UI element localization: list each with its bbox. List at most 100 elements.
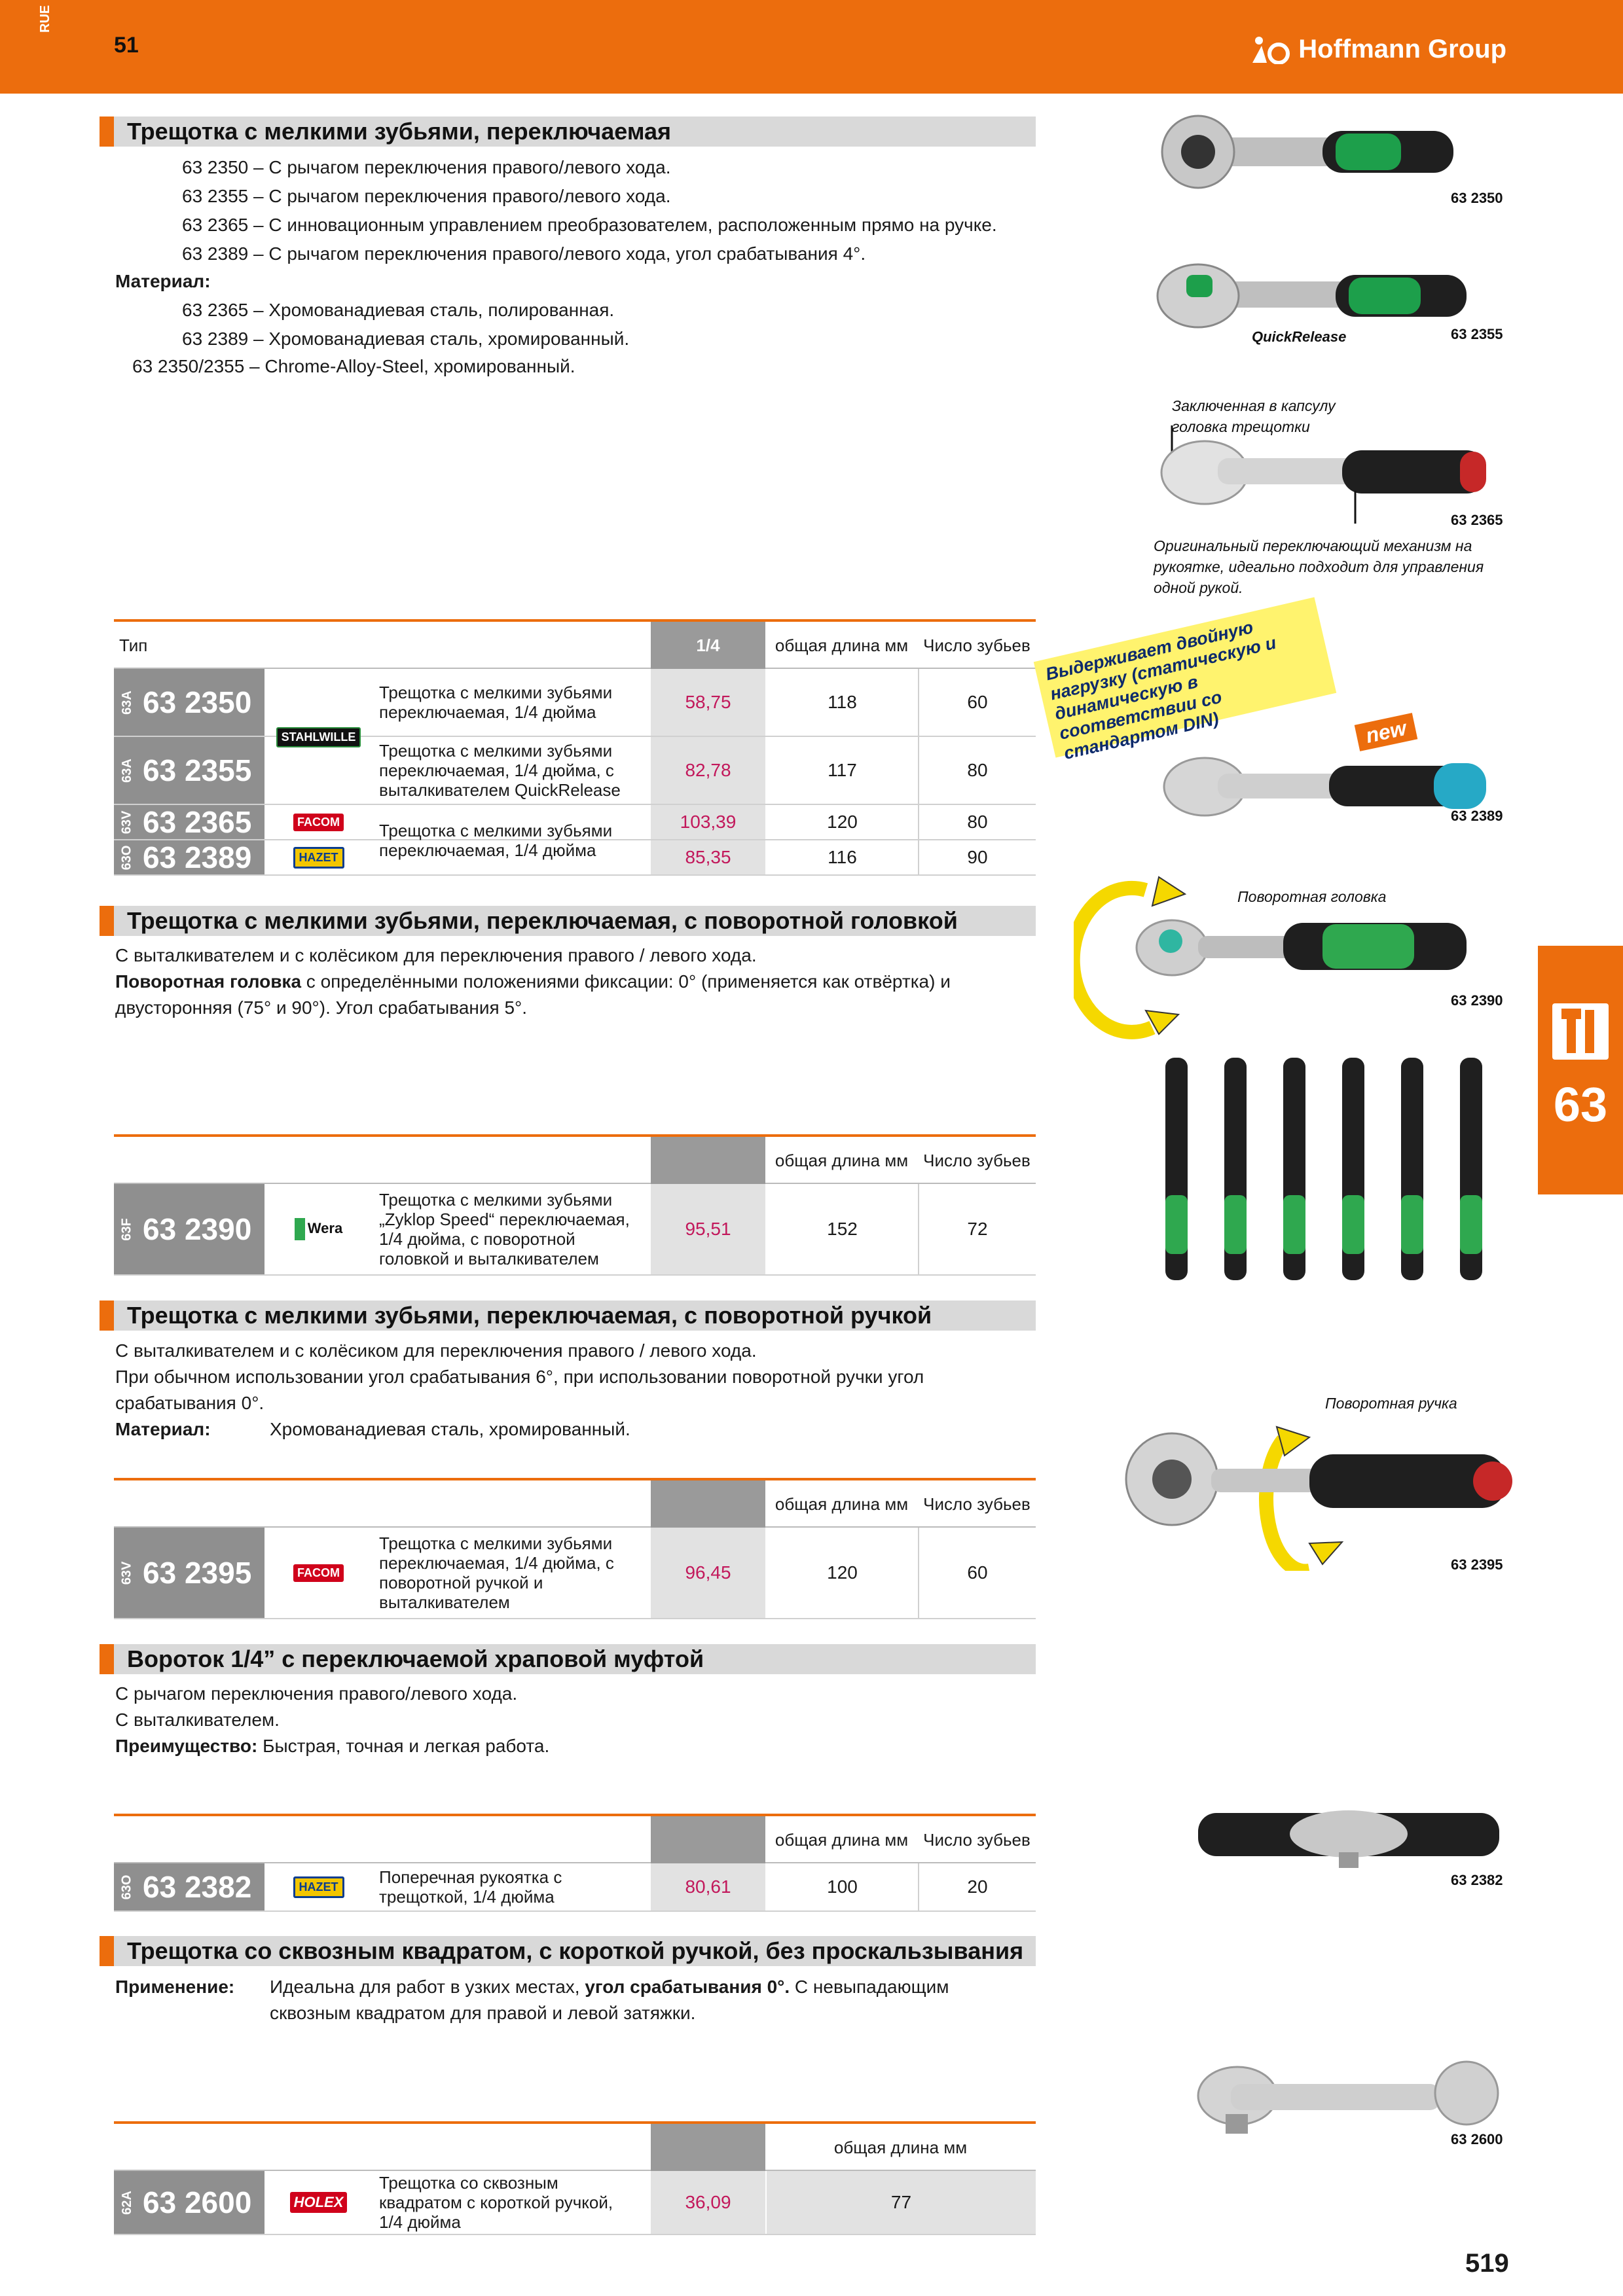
- product-description: Трещотка с мелкими зубьями переключаемая…: [379, 741, 621, 800]
- section-title-1: Трещотка с мелкими зубьями, переключаема…: [100, 117, 1036, 147]
- group-code: 62A: [119, 2190, 134, 2215]
- note-swivel-head: Поворотная головка: [1237, 888, 1387, 905]
- col-length: общая длина мм: [775, 1151, 909, 1170]
- material-line: 63 2365 – Хромованадиевая сталь, полиров…: [182, 300, 615, 320]
- col-teeth: Число зубьев: [923, 1494, 1030, 1514]
- ratchet-63-2350-image: [1161, 115, 1453, 189]
- col-teeth: Число зубьев: [923, 1151, 1030, 1170]
- col-teeth: Число зубьев: [923, 636, 1030, 655]
- price: 80,61: [651, 1863, 765, 1910]
- group-code: 63F: [119, 1217, 134, 1241]
- col-length: общая длина мм: [775, 1494, 909, 1514]
- image-caption: 63 2350: [1451, 190, 1503, 206]
- material-line: 63 2350/2355 – Chrome-Alloy-Steel, хроми…: [132, 356, 575, 376]
- brand-logo-hazet: HAZET: [293, 846, 344, 869]
- image-caption: 63 2600: [1451, 2131, 1503, 2147]
- article-number: 63 2389: [143, 840, 252, 874]
- group-code: 63A: [119, 690, 134, 715]
- language-code: RUE: [38, 5, 52, 33]
- brand-logo-facom: FACOM: [293, 813, 344, 831]
- col-size: [651, 1137, 765, 1184]
- material-label: Материал:: [115, 271, 211, 291]
- article-number: 63 2355: [143, 753, 252, 787]
- chapter-tab[interactable]: 63: [1538, 946, 1623, 1194]
- section-4-body: С рычагом переключения правого/левого хо…: [115, 1683, 550, 1756]
- section-title-2: Трещотка с мелкими зубьями, переключаема…: [100, 906, 1036, 936]
- teeth: 60: [918, 1528, 1036, 1618]
- quickrelease-label: QuickRelease: [1252, 329, 1347, 345]
- article-number: 63 2600: [143, 2185, 252, 2219]
- length: 116: [765, 840, 918, 874]
- section-title-3: Трещотка с мелкими зубьями, переключаема…: [100, 1300, 1036, 1331]
- image-caption: 63 2395: [1451, 1556, 1503, 1573]
- image-caption: 63 2365: [1451, 512, 1503, 528]
- page-number: 519: [1465, 2249, 1509, 2278]
- chapter-number: 51: [114, 33, 139, 58]
- note-swivel-handle: Поворотная ручка: [1325, 1395, 1457, 1412]
- ratchet-63-2395-image: [1125, 1426, 1512, 1571]
- teeth: 72: [918, 1184, 1036, 1274]
- length: 152: [765, 1184, 918, 1274]
- length: 77: [765, 2171, 1036, 2234]
- col-teeth: Число зубьев: [923, 1830, 1030, 1850]
- ratchet-63-2382-image: [1198, 1810, 1499, 1868]
- product-description: Трещотка с мелкими зубьями переключаемая…: [379, 683, 613, 722]
- product-description: Трещотка с мелкими зубьями переключаемая…: [379, 821, 613, 860]
- ratchet-63-2389-image: [1163, 757, 1486, 817]
- teeth: 20: [918, 1863, 1036, 1910]
- desc-line: 63 2365 – С инновационным управлением пр…: [182, 215, 997, 235]
- article-number: 63 2382: [143, 1870, 252, 1904]
- brand-logo-hazet: HAZET: [293, 1876, 344, 1898]
- table-row: 63A 63 2350 Трещотка с мелкими зубьями пе…: [114, 669, 1036, 737]
- brand-logo-holex: HOLEX: [289, 2192, 348, 2213]
- note-capsule: Заключенная в капсулу головка трещотки: [1172, 397, 1336, 435]
- brand-name: Hoffmann Group: [1298, 34, 1506, 63]
- ratchet-63-2390-image: [1074, 876, 1467, 1039]
- price: 58,75: [651, 669, 765, 736]
- article-number: 63 2350: [143, 685, 252, 719]
- col-size: [651, 2124, 765, 2171]
- price: 96,45: [651, 1528, 765, 1618]
- brand-logo-stahlwille: STAHLWILLE: [276, 726, 361, 747]
- desc-line: 63 2350 – С рычагом переключения правого…: [182, 157, 671, 177]
- article-number: 63 2390: [143, 1212, 252, 1246]
- note-2365: Оригинальный переключающий механизм на р…: [1154, 537, 1484, 596]
- price: 36,09: [651, 2171, 765, 2234]
- image-caption: 63 2390: [1451, 992, 1503, 1009]
- ratchet-63-2600-image: [1197, 2060, 1499, 2134]
- tools-icon: [1552, 1003, 1609, 1060]
- table-header: Тип 1/4 общая длина мм Число зубьев: [114, 622, 1036, 669]
- desc-line: 63 2355 – С рычагом переключения правого…: [182, 186, 671, 206]
- col-size: 1/4: [651, 622, 765, 669]
- product-description: Поперечная рукоятка с трещоткой, 1/4 дюй…: [379, 1867, 562, 1907]
- price: 95,51: [651, 1184, 765, 1274]
- chapter-tab-number: 63: [1553, 1077, 1608, 1132]
- section-3-body: С выталкивателем и с колёсиком для перек…: [115, 1340, 924, 1439]
- desc-line: 63 2389 – С рычагом переключения правого…: [182, 243, 866, 264]
- teeth: 80: [918, 737, 1036, 804]
- brand-logo-wera: Wera: [291, 1216, 346, 1242]
- section-5-body: Применение:Идеальна для работ в узких ме…: [115, 1977, 949, 2023]
- image-caption: 63 2355: [1451, 326, 1503, 342]
- section-title-5: Трещотка со сквозным квадратом, с коротк…: [100, 1936, 1036, 1966]
- length: 118: [765, 669, 918, 736]
- group-code: 63A: [119, 758, 134, 783]
- length: 100: [765, 1863, 918, 1910]
- article-number: 63 2395: [143, 1556, 252, 1590]
- ratchet-63-2390-positions-image: [1165, 1058, 1482, 1280]
- teeth: 80: [918, 805, 1036, 839]
- image-caption: 63 2382: [1451, 1872, 1503, 1888]
- col-type: Тип: [119, 636, 148, 655]
- length: 120: [765, 805, 918, 839]
- group-code: 63O: [119, 845, 134, 870]
